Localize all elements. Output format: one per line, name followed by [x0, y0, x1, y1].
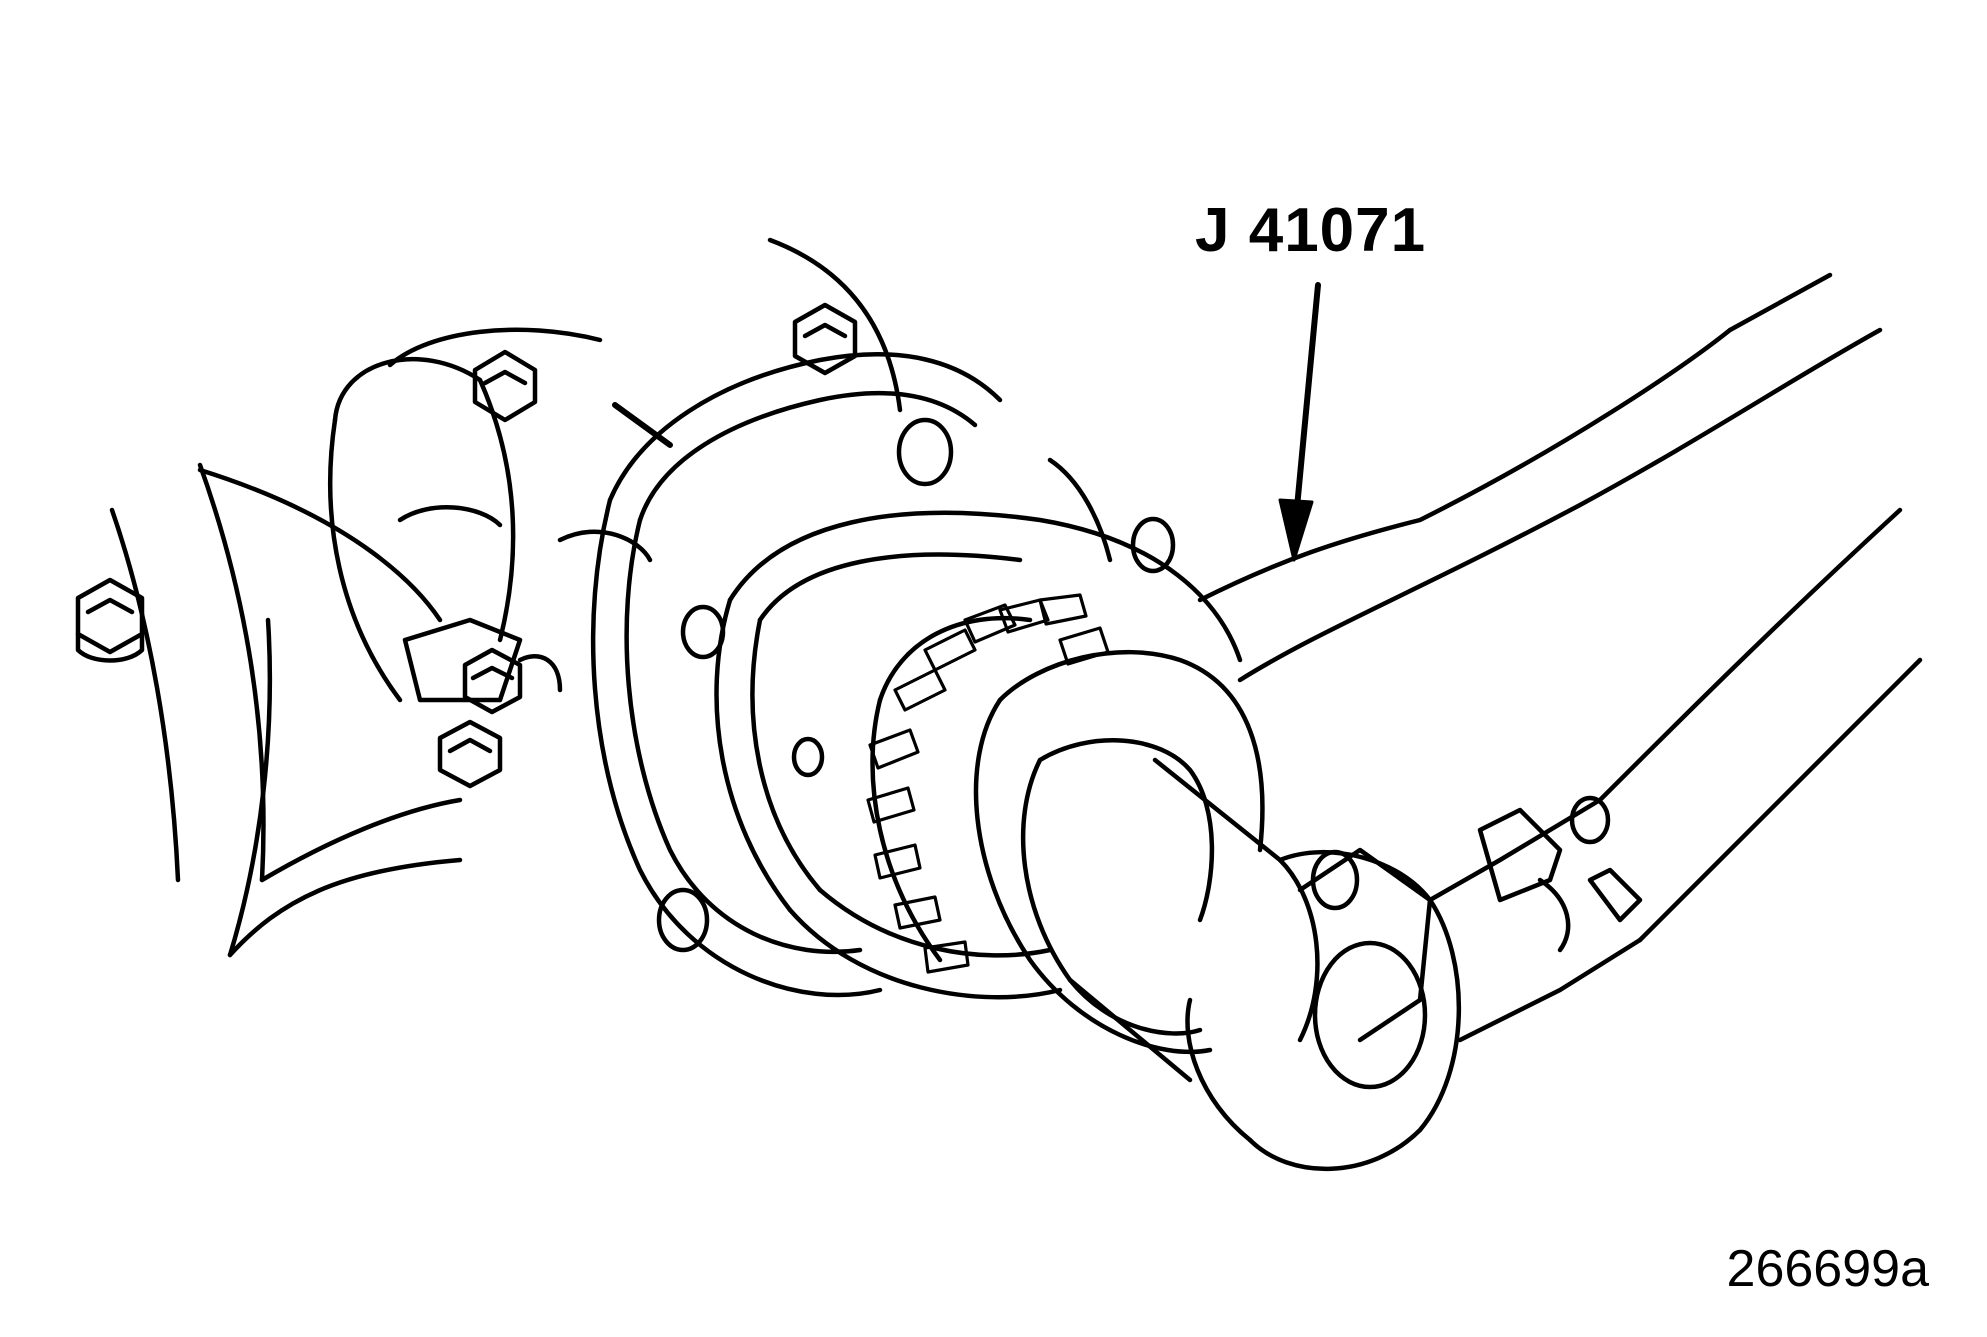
knuckle-ear [767, 237, 903, 413]
tool-j41071 [973, 272, 1923, 1172]
knuckle-slot-mark [612, 402, 673, 448]
figure-number: 266699a [1726, 1240, 1929, 1298]
bolt-icon [472, 349, 538, 423]
tool-label: J 41071 [1195, 196, 1427, 265]
hub-bearing-body [714, 510, 1243, 1000]
bolt-icon [75, 577, 145, 663]
backing-plate-left [109, 462, 463, 958]
spline-teeth [866, 593, 1110, 974]
knuckle-top-edge [387, 327, 603, 368]
bolt-icon [437, 719, 503, 789]
hub-flange [590, 352, 1176, 998]
callout-arrow [1278, 282, 1321, 562]
bolt-icon [462, 647, 563, 715]
